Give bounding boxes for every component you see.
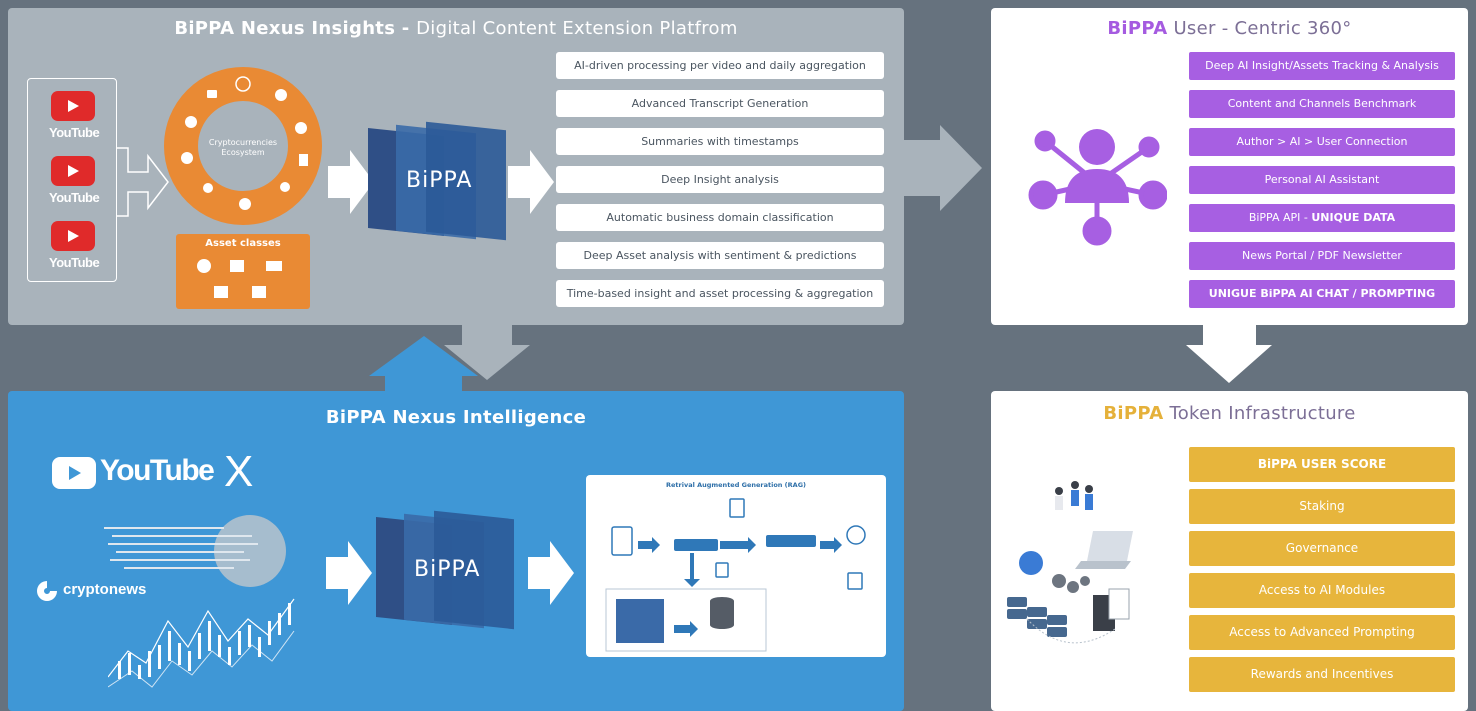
user-item: Personal AI Assistant — [1189, 166, 1455, 194]
feature-item: AI-driven processing per video and daily… — [556, 52, 884, 79]
youtube-source-1: YouTube — [49, 91, 100, 140]
gears-icon — [1052, 574, 1090, 593]
intel-bippa-logo: BiPPA — [376, 510, 516, 630]
real-estate-icon — [214, 286, 228, 298]
users-icon — [280, 182, 290, 192]
token-item: Rewards and Incentives — [1189, 657, 1455, 692]
globe-icon — [235, 76, 251, 92]
arrow-to-features — [508, 150, 554, 214]
asset-classes-title: Asset classes — [205, 238, 281, 249]
laptop-icon — [1075, 531, 1133, 569]
feature-item: Advanced Transcript Generation — [556, 90, 884, 117]
intelligence-title: BiPPA Nexus Intelligence — [325, 407, 587, 428]
hand-coin-icon — [275, 89, 287, 101]
cryptonews-icon — [37, 581, 57, 601]
feature-item: Automatic business domain classification — [556, 204, 884, 231]
token-infrastructure-illustration — [1007, 481, 1133, 644]
youtube-sources-card: YouTube YouTube YouTube — [27, 78, 117, 282]
asset-classes-box: Asset classes — [176, 234, 310, 309]
token-item: Governance — [1189, 531, 1455, 566]
runner-icon — [185, 116, 197, 128]
exchange-icon — [295, 122, 307, 134]
user-centric-title: BiPPA User - Centric 360° — [1107, 18, 1352, 39]
user-item: Content and Channels Benchmark — [1189, 90, 1455, 118]
globe-icon — [104, 515, 286, 587]
stocks-icon — [230, 260, 244, 272]
x-logo-icon: X — [224, 447, 254, 496]
asset-icons — [197, 259, 282, 298]
user-item: Deep AI Insight/Assets Tracking & Analys… — [1189, 52, 1455, 80]
arrow-insights-to-user — [904, 125, 982, 211]
insights-panel: BiPPA Nexus Insights - Digital Content E… — [8, 8, 904, 325]
arrow-to-intel-logo — [326, 541, 372, 605]
insights-title: BiPPA Nexus Insights - Digital Content E… — [174, 18, 738, 39]
person-network-icon — [1028, 129, 1167, 246]
youtube-source-2: YouTube — [49, 156, 100, 205]
youtube-icon — [51, 91, 95, 121]
user-item: UNIGUE BiPPA AI CHAT / PROMPTING — [1189, 280, 1455, 308]
token-item: Access to Advanced Prompting — [1189, 615, 1455, 650]
crypto-ecosystem-ring — [164, 67, 322, 225]
bonds-icon — [266, 261, 282, 271]
intelligence-panel: BiPPA Nexus Intelligence YouTube X crypt… — [8, 391, 904, 711]
token-item: BiPPA USER SCORE — [1189, 447, 1455, 482]
arrow-to-insights-logo — [328, 150, 374, 214]
arrow-user-to-token — [1186, 325, 1272, 383]
user-item: Author > AI > User Connection — [1189, 128, 1455, 156]
api-icon — [1019, 551, 1043, 575]
token-item: Access to AI Modules — [1189, 573, 1455, 608]
user-item: BiPPA API - UNIQUE DATA — [1189, 204, 1455, 232]
ecosystem-label: Cryptocurrencies Ecosystem — [208, 138, 278, 157]
document-icon — [299, 154, 308, 166]
youtube-source-3: YouTube — [49, 221, 100, 270]
user-centric-panel: BiPPA User - Centric 360° Deep AI Insigh… — [991, 8, 1468, 325]
user-item: News Portal / PDF Newsletter — [1189, 242, 1455, 270]
feature-item: Deep Insight analysis — [556, 166, 884, 193]
youtube-icon — [52, 457, 96, 489]
token-title: BiPPA Token Infrastructure — [1103, 403, 1356, 424]
rag-bippa-mini-logo — [616, 599, 664, 643]
team-icon — [239, 198, 251, 210]
rag-diagram-card: Retrival Augmented Generation (RAG) — [586, 475, 886, 657]
insights-bippa-logo: BiPPA — [368, 121, 508, 241]
document-icon — [611, 526, 633, 556]
token-item: Staking — [1189, 489, 1455, 524]
dollar-icon — [197, 259, 211, 273]
rag-title: Retrival Augmented Generation (RAG) — [666, 481, 806, 489]
trading-icon — [203, 183, 213, 193]
smart-contract-icon — [1093, 588, 1130, 631]
youtube-icon — [51, 221, 95, 251]
commodities-icon — [252, 286, 266, 298]
candlestick-chart-icon — [108, 598, 295, 688]
arrow-insights-down — [444, 325, 530, 380]
server-icon — [1007, 597, 1067, 637]
rag-flow-diagram — [605, 498, 866, 652]
database-icon — [710, 597, 734, 629]
feature-item: Time-based insight and asset processing … — [556, 280, 884, 307]
lock-icon — [207, 90, 217, 98]
arrow-to-rag — [528, 541, 574, 605]
youtube-icon — [51, 156, 95, 186]
wallet-icon — [181, 152, 193, 164]
token-panel: BiPPA Token Infrastructure BiPPA — [991, 391, 1468, 711]
feature-item: Summaries with timestamps — [556, 128, 884, 155]
sources-merge-arrow — [116, 147, 169, 217]
users-icon — [1055, 481, 1093, 510]
feature-item: Deep Asset analysis with sentiment & pre… — [556, 242, 884, 269]
arrow-intel-up — [369, 336, 478, 391]
